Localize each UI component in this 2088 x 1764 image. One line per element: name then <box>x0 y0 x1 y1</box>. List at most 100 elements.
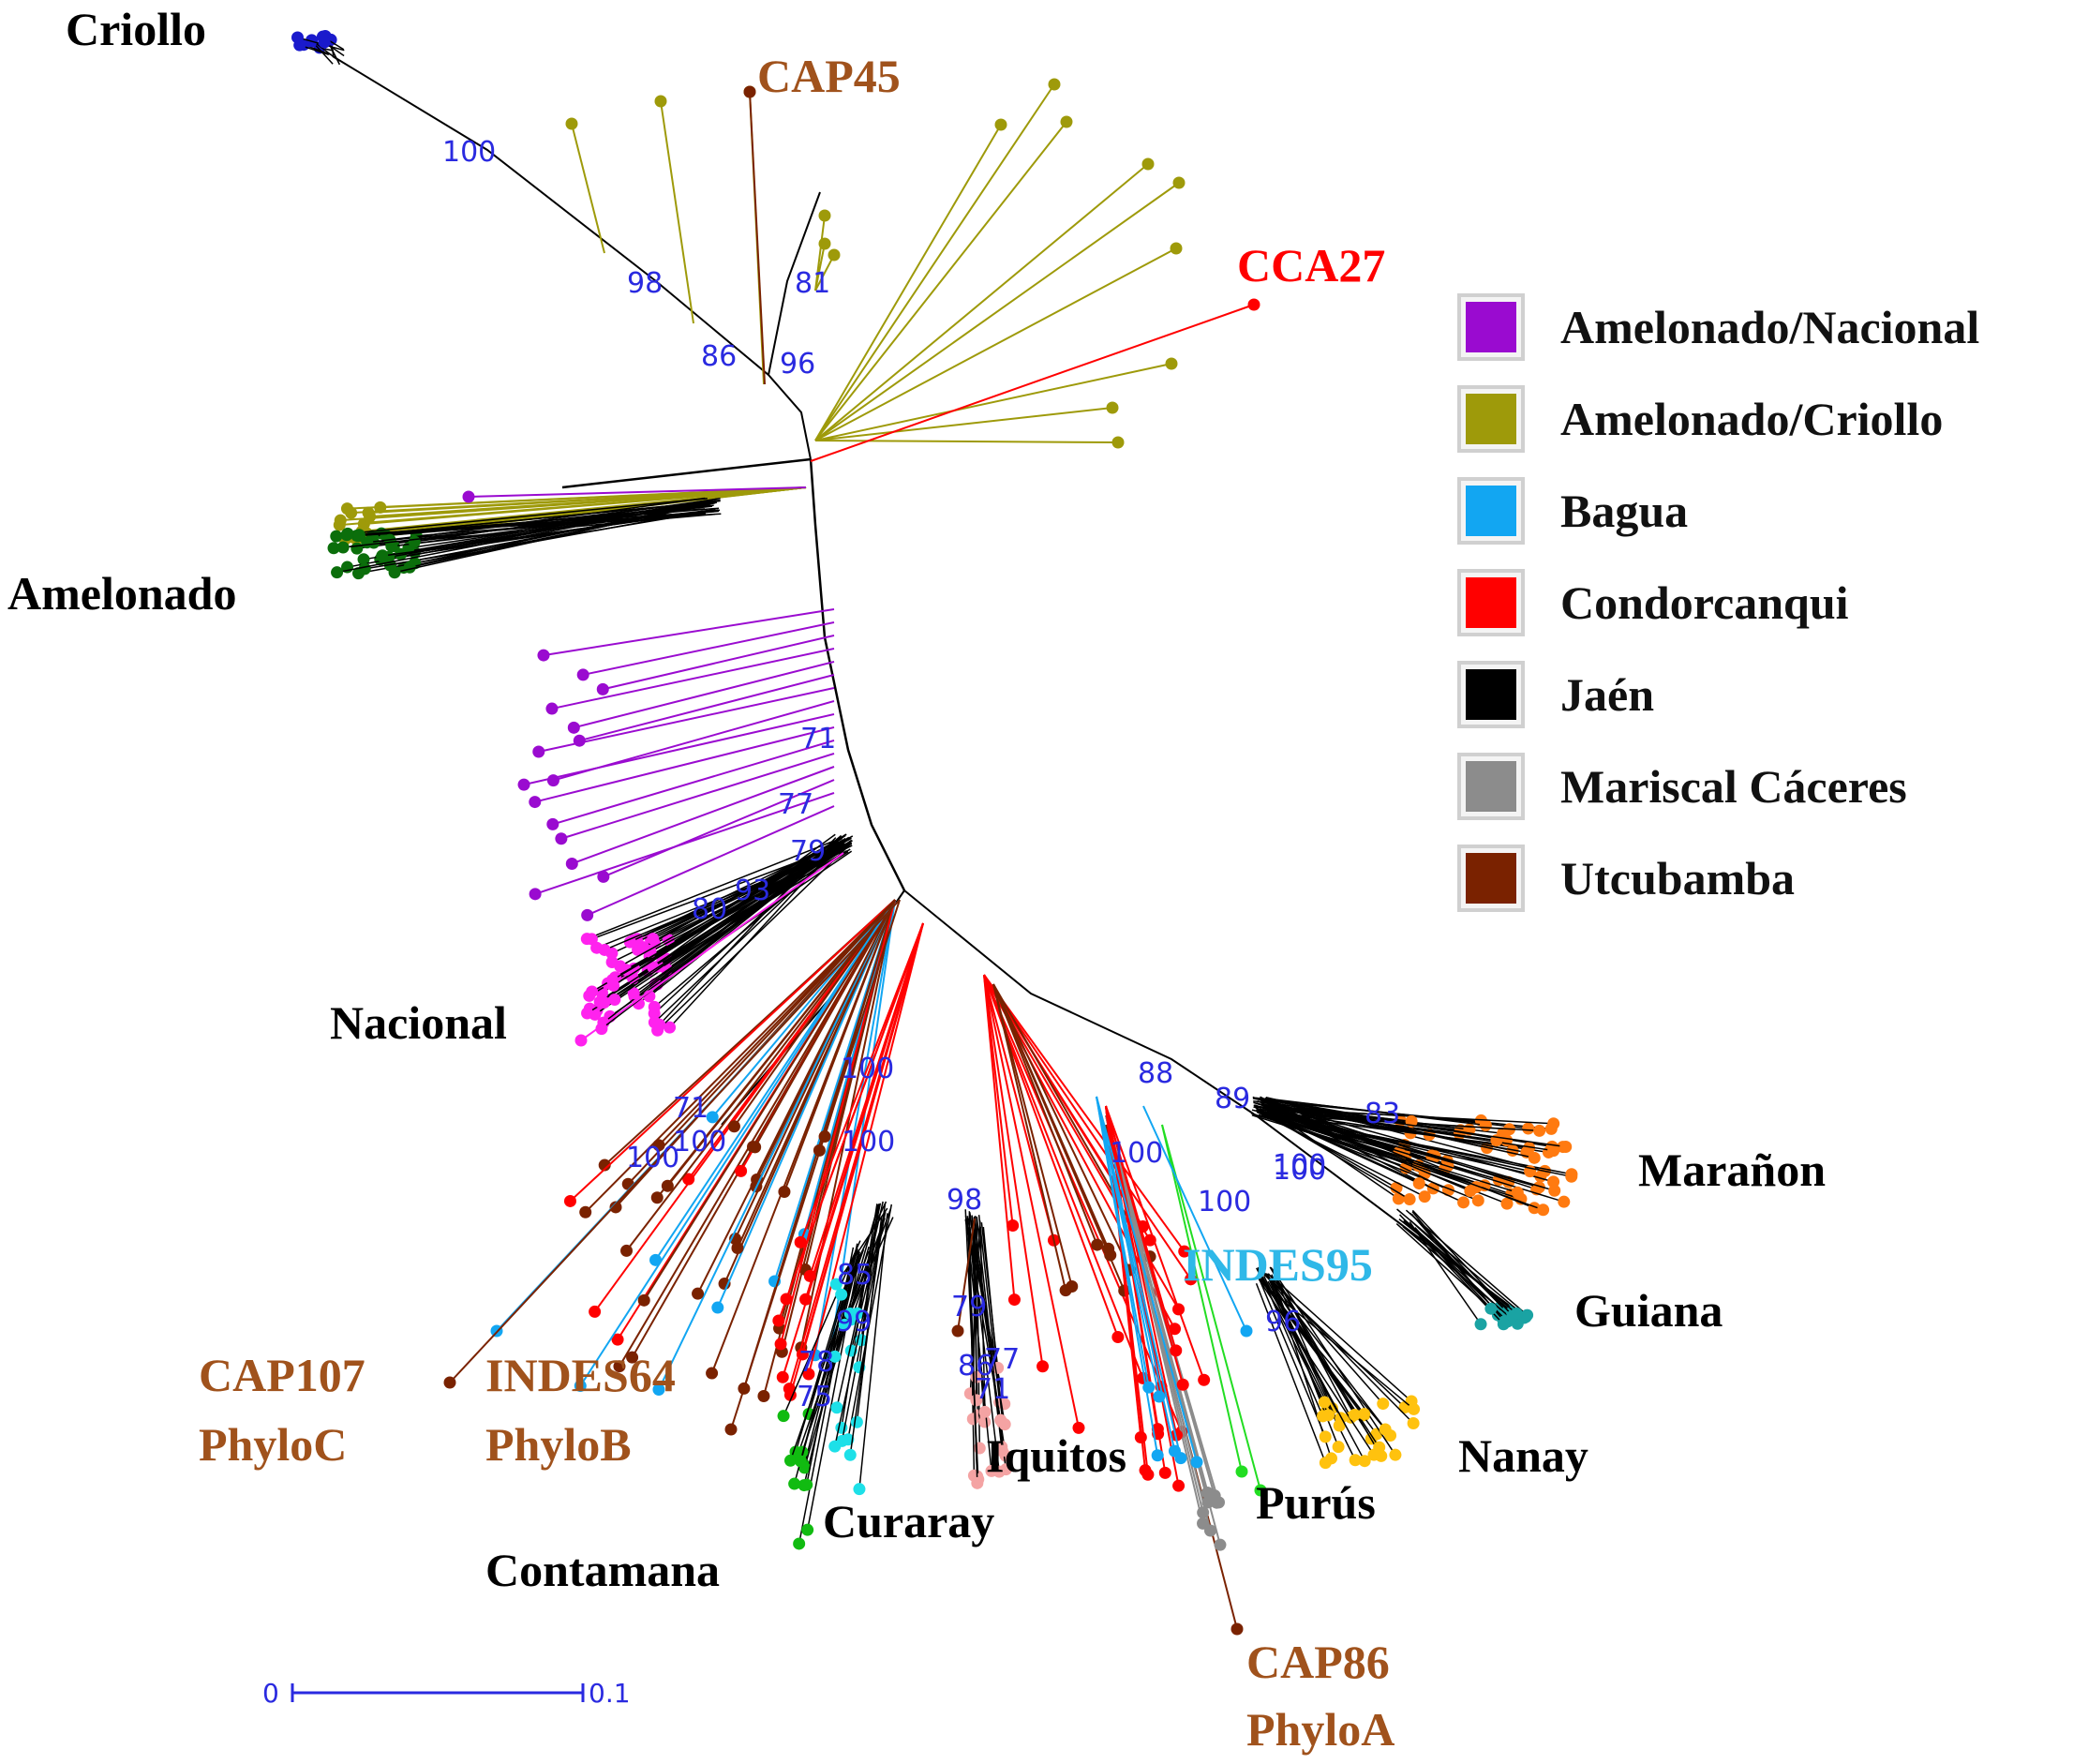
backbone-branch <box>561 457 812 489</box>
leaf-node <box>749 1141 762 1154</box>
leaf-node <box>1158 1466 1171 1479</box>
leaf-branch <box>814 83 1055 441</box>
leaf-node <box>1059 1284 1072 1297</box>
leaf-branch <box>814 440 1119 443</box>
leaf-branch <box>1257 1099 1471 1192</box>
leaf-branch <box>783 1240 861 1416</box>
leaf-node <box>731 1242 744 1255</box>
leaf-node <box>529 888 542 901</box>
group-label-nacional: Nacional <box>330 996 507 1049</box>
leaf-node <box>1170 242 1183 255</box>
leaf-node <box>994 1413 1007 1427</box>
leaf-node <box>828 248 841 262</box>
leaf-branch <box>560 753 835 840</box>
leaf-branch <box>733 899 896 1128</box>
legend-swatch <box>1457 661 1525 728</box>
leaf-branch <box>1260 1269 1414 1425</box>
leaf-branch <box>587 805 835 917</box>
bootstrap-value: 79 <box>790 835 826 868</box>
bootstrap-value: 98 <box>947 1184 982 1217</box>
leaf-node <box>1007 1219 1020 1232</box>
leaf-node <box>850 1415 863 1428</box>
group-label-guiana: Guiana <box>1574 1284 1723 1337</box>
leaf-node <box>1389 1448 1402 1461</box>
leaf-node <box>802 1368 815 1381</box>
legend-swatch <box>1457 753 1525 820</box>
leaf-node <box>1169 1323 1182 1336</box>
leaf-node <box>546 817 559 830</box>
label-indes64-line1: INDES64 <box>485 1349 676 1401</box>
bootstrap-value: 100 <box>1110 1137 1163 1170</box>
leaf-node <box>654 95 667 108</box>
label-indes64-line2: PhyloB <box>485 1418 632 1471</box>
scale-min-label: 0 <box>262 1678 279 1709</box>
leaf-node <box>1178 1245 1191 1258</box>
leaf-branch <box>782 922 924 1378</box>
leaf-node <box>621 1177 634 1190</box>
leaf-node <box>724 1423 738 1436</box>
legend-label: Bagua <box>1560 485 1689 537</box>
leaf-branch <box>983 974 1080 1428</box>
leaf-branch <box>580 852 844 1041</box>
leaf-branch <box>1261 1107 1544 1211</box>
leaf-node <box>711 1301 724 1314</box>
leaf-node <box>843 1448 857 1461</box>
leaf-branch <box>340 486 807 522</box>
leaf-branch <box>585 899 896 1213</box>
leaf-node <box>1106 401 1119 414</box>
leaf-node <box>818 209 831 222</box>
leaf-branch <box>1256 1111 1479 1202</box>
leaf-node <box>1377 1398 1390 1411</box>
leaf-branch <box>1267 1104 1566 1148</box>
leaf-node <box>1172 1479 1186 1492</box>
leaf-node <box>1537 1203 1550 1217</box>
leaf-branch <box>992 983 1131 1271</box>
leaf-branch <box>966 1227 992 1472</box>
leaf-node <box>1533 1124 1546 1137</box>
bootstrap-value: 80 <box>692 893 727 926</box>
leaf-node <box>706 1111 719 1124</box>
leaf-branch <box>1262 1114 1540 1132</box>
leaf-branch <box>658 899 896 1390</box>
leaf-branch <box>534 792 835 895</box>
leaf-node <box>1403 1193 1416 1206</box>
leaf-node <box>800 1478 813 1491</box>
backbone-branch <box>809 458 906 891</box>
leaf-branch <box>571 766 835 865</box>
leaf-branch <box>603 779 835 878</box>
leaf-node <box>611 1333 624 1346</box>
leaf-node <box>842 1433 855 1446</box>
bootstrap-value: 100 <box>1273 1154 1326 1187</box>
leaf-node <box>608 994 621 1007</box>
leaf-node <box>985 1464 998 1477</box>
leaf-branch <box>1403 1220 1517 1314</box>
leaf-branch <box>389 510 713 541</box>
leaf-branch <box>643 899 896 1301</box>
leaf-node <box>1418 1190 1431 1203</box>
leaf-node <box>1007 1293 1021 1307</box>
legend-item: Bagua <box>1457 465 2076 557</box>
leaf-node <box>801 1523 814 1536</box>
leaf-branch <box>1261 1111 1420 1185</box>
leaf-branch <box>534 726 835 803</box>
leaf-node <box>706 1367 719 1380</box>
leaf-node <box>331 566 344 579</box>
backbone-branch <box>768 191 821 376</box>
leaf-branch <box>1409 1212 1513 1318</box>
legend-item: Amelonado/Criollo <box>1457 373 2076 465</box>
tree-branches <box>291 29 1578 1636</box>
leaf-branch <box>814 254 835 292</box>
leaf-node <box>598 996 611 1009</box>
leaf-node <box>403 561 416 574</box>
legend-swatch <box>1457 293 1525 361</box>
leaf-node <box>529 796 542 809</box>
label-cap107-line2: PhyloC <box>199 1418 347 1471</box>
leaf-branch <box>414 502 704 564</box>
leaf-node <box>794 1235 807 1248</box>
leaf-node <box>1317 1410 1330 1423</box>
leaf-branch <box>613 836 850 987</box>
leaf-branch <box>1264 1098 1535 1159</box>
leaf-node <box>589 1305 602 1318</box>
leaf-branch <box>835 1207 888 1285</box>
leaf-node <box>978 1415 992 1428</box>
